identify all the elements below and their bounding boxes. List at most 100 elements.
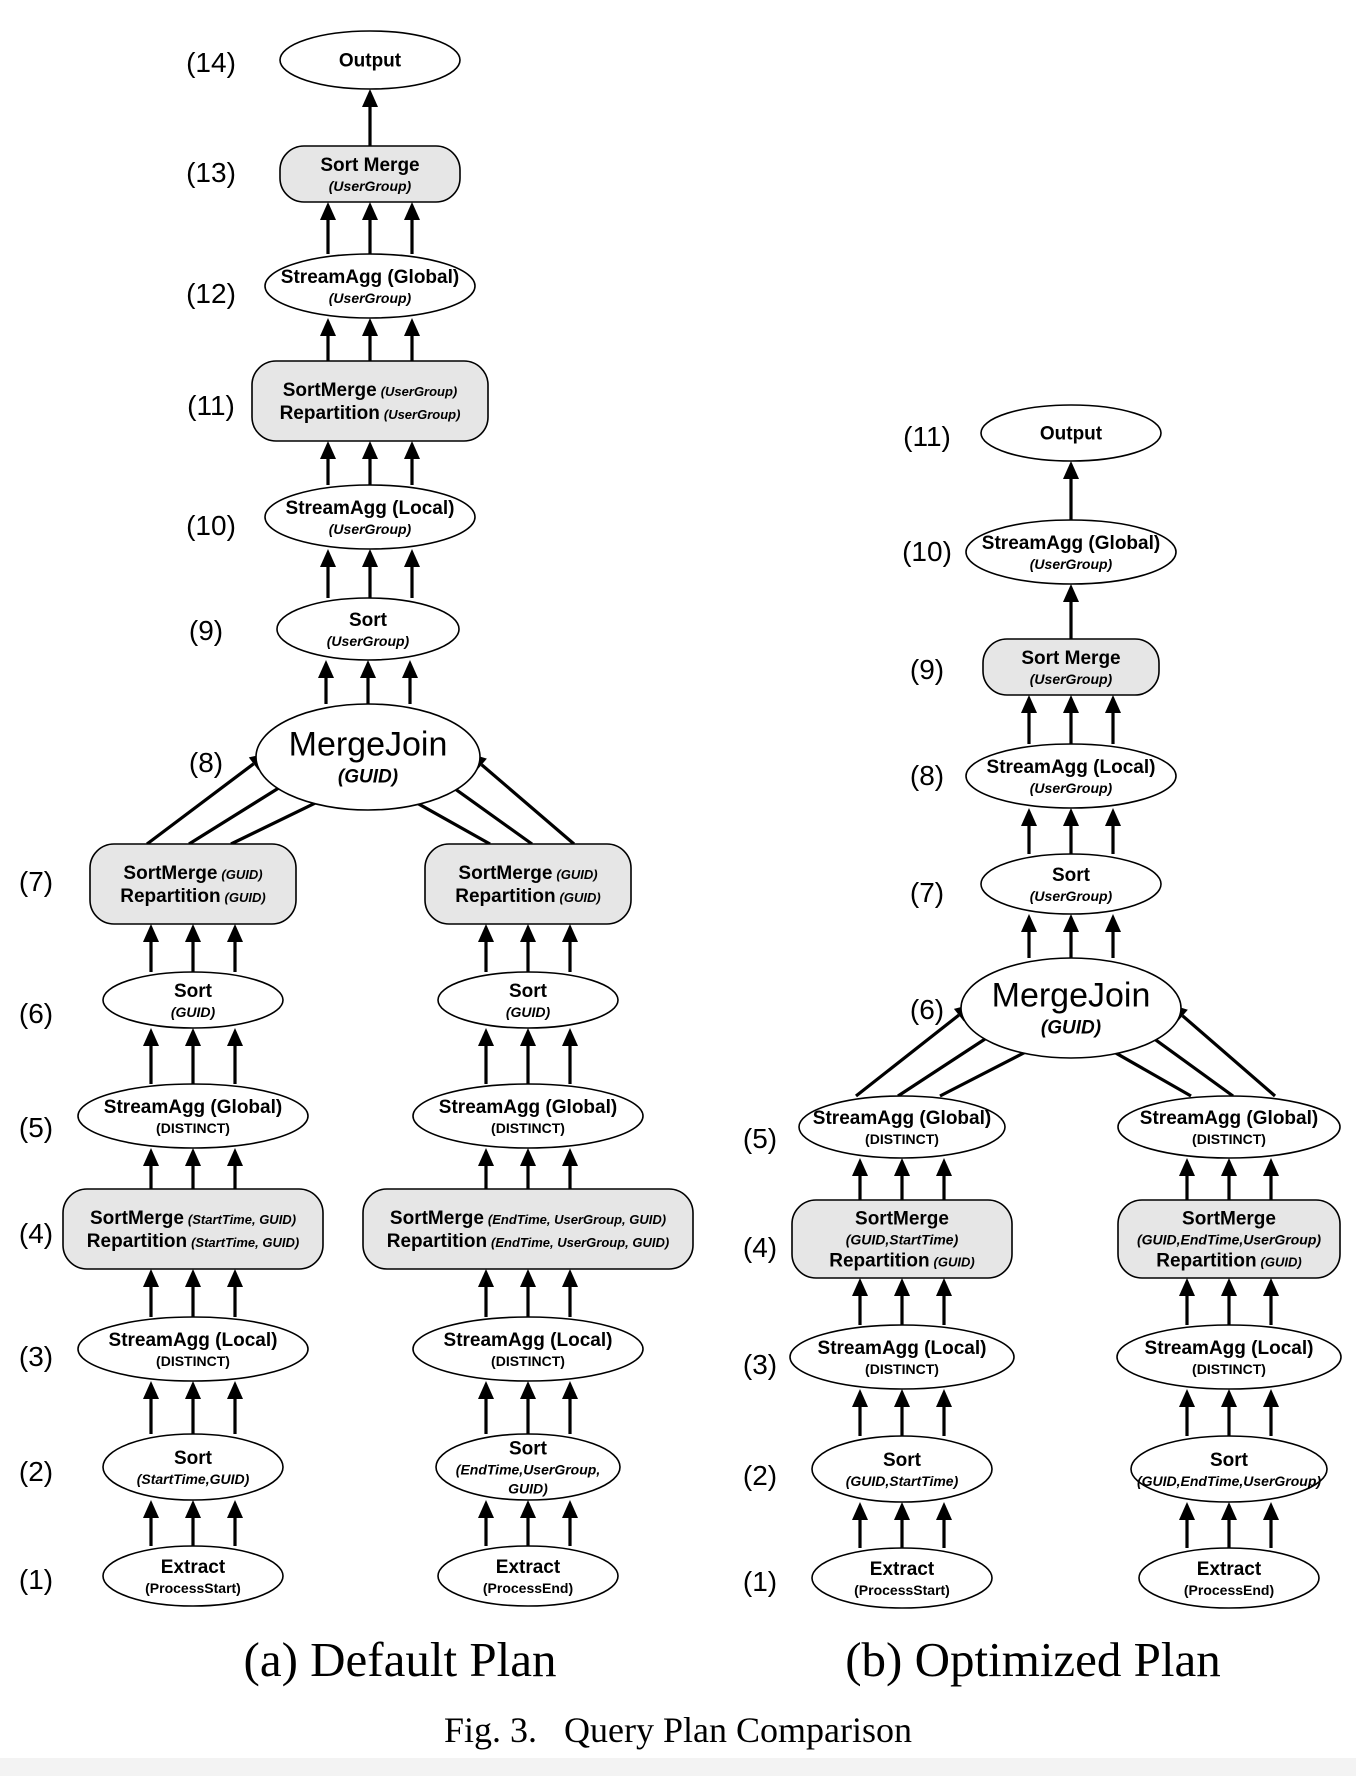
node-rounded-rect	[424, 843, 632, 925]
node-label-text: (GUID)	[338, 767, 398, 788]
node-label-qualifier: (StartTime, GUID)	[191, 1235, 299, 1250]
node-label-text: (EndTime,UserGroup,	[456, 1461, 600, 1477]
edge-a-streamagg-local-to-a-repartition-ug-2	[404, 441, 420, 485]
plan-node-a-l-sa-global: StreamAgg (Global)(DISTINCT)	[77, 1083, 309, 1149]
node-label-text: (UserGroup)	[329, 290, 412, 306]
node-ellipse	[1117, 1095, 1341, 1159]
arrowhead	[185, 1381, 201, 1399]
arrowhead	[894, 1158, 910, 1176]
edge-a-r-sa-local-to-a-r-sm4-2	[562, 1269, 578, 1317]
node-label-text: Repartition	[120, 886, 220, 907]
node-label: Sort Merge	[1021, 648, 1120, 669]
arrowhead	[143, 1381, 159, 1399]
node-label-text: Sort	[883, 1450, 922, 1471]
node-ellipse	[437, 1545, 619, 1607]
node-label: (ProcessStart)	[854, 1582, 950, 1598]
node-label-text: (UserGroup)	[329, 178, 412, 194]
node-label: Output	[339, 50, 402, 71]
edge-b-l-sort2-to-b-l-sa-local-2	[936, 1389, 952, 1436]
node-label-text: StreamAgg (Local)	[818, 1338, 987, 1359]
edge-b-mergejoin-to-b-sort-ug-2	[1105, 914, 1121, 958]
edge-a-repartition-ug-to-a-streamagg-global-0	[320, 318, 336, 361]
node-label-qualifier: (GUID)	[556, 867, 597, 882]
plan-node-b-r-sort2: Sort(GUID,EndTime,UserGroup)	[1130, 1435, 1328, 1503]
plan-node-a-l-extract: Extract(ProcessStart)	[102, 1545, 284, 1607]
arrowhead	[1179, 1502, 1195, 1520]
arrowhead	[362, 441, 378, 459]
arrowhead	[143, 1148, 159, 1166]
arrowhead	[894, 1278, 910, 1296]
node-rounded-rect	[279, 145, 461, 203]
node-rounded-rect	[1117, 1199, 1341, 1279]
edge-b-l-sm4-to-b-l-sa-global-2	[936, 1158, 952, 1200]
level-label: (6)	[910, 994, 944, 1025]
edge-a-sort-ug-to-a-streamagg-local-0	[320, 549, 336, 598]
node-label-text: StreamAgg (Local)	[286, 498, 455, 519]
arrowhead	[1263, 1158, 1279, 1176]
node-rounded-rect	[362, 1188, 694, 1270]
node-rounded-rect	[89, 843, 297, 925]
level-label: (5)	[743, 1123, 777, 1154]
arrowhead	[318, 660, 334, 678]
plan-node-a-l-sort2: Sort(StartTime,GUID)	[102, 1433, 284, 1501]
edge-a-l-sort2-to-a-l-sa-local-1	[185, 1381, 201, 1434]
plan-node-a-output: Output	[279, 30, 461, 90]
node-label-text: Repartition	[1156, 1250, 1256, 1271]
node-label-text: Sort	[349, 610, 388, 631]
node-label-text: StreamAgg (Global)	[982, 533, 1160, 554]
node-label: StreamAgg (Local)	[987, 757, 1156, 778]
node-label: (DISTINCT)	[1192, 1361, 1266, 1377]
node-ellipse	[811, 1547, 993, 1609]
edge-a-l-sort-guid-to-a-l-repart-1	[185, 924, 201, 972]
node-label-text: StreamAgg (Global)	[813, 1108, 991, 1129]
arrowhead	[1063, 584, 1079, 602]
edge-b-l-extract-to-b-l-sort2-1	[894, 1502, 910, 1548]
node-label-text: (GUID,StartTime)	[846, 1231, 959, 1247]
node-label-text: Output	[339, 50, 402, 71]
edge-b-l-sort2-to-b-l-sa-local-1	[894, 1389, 910, 1436]
edge-a-l-sort2-to-a-l-sa-local-0	[143, 1381, 159, 1434]
edge-b-r-sa-local-to-b-r-sm4-0	[1179, 1278, 1195, 1325]
node-label: StreamAgg (Local)	[818, 1338, 987, 1359]
node-label: StreamAgg (Global)	[1140, 1108, 1318, 1129]
node-label: SortMerge	[1182, 1208, 1276, 1229]
node-label-text: (GUID)	[506, 1004, 551, 1020]
node-label: Extract	[161, 1557, 226, 1578]
node-label: (GUID,EndTime,UserGroup)	[1137, 1473, 1321, 1489]
edge-a-r-extract-to-a-r-sort2-2	[562, 1500, 578, 1546]
edge-line	[188, 779, 292, 846]
node-label: Sort	[509, 1438, 548, 1459]
edge-b-r-sa-local-to-b-r-sm4-2	[1263, 1278, 1279, 1325]
arrowhead	[143, 1500, 159, 1518]
node-label-text: StreamAgg (Global)	[439, 1097, 617, 1118]
arrowhead	[320, 318, 336, 336]
node-label: (GUID)	[1041, 1018, 1101, 1039]
edge-b-sort-ug-to-b-streamagg-local-0	[1021, 808, 1037, 854]
node-label: GUID)	[508, 1480, 548, 1496]
arrowhead	[362, 318, 378, 336]
node-label-qualifier: (StartTime, GUID)	[188, 1212, 296, 1227]
edge-a-mergejoin-to-a-sort-ug-0	[318, 660, 334, 704]
edge-b-mergejoin-to-b-sort-ug-1	[1063, 914, 1079, 958]
node-label-text: MergeJoin	[289, 726, 448, 764]
node-label-text: (UserGroup)	[327, 633, 410, 649]
node-label-text: Repartition	[387, 1231, 487, 1252]
arrowhead	[852, 1158, 868, 1176]
arrowhead	[1221, 1502, 1237, 1520]
arrowhead	[936, 1158, 952, 1176]
plan-node-a-l-sa-local: StreamAgg (Local)(DISTINCT)	[77, 1316, 309, 1382]
node-label: StreamAgg (Global)	[439, 1097, 617, 1118]
node-label-text: (UserGroup)	[329, 521, 412, 537]
arrowhead	[185, 1148, 201, 1166]
arrowhead	[936, 1502, 952, 1520]
level-label: (1)	[743, 1566, 777, 1597]
node-label-text: (ProcessEnd)	[1184, 1582, 1274, 1598]
node-label: Output	[1040, 423, 1103, 444]
plan-node-a-mergejoin: MergeJoin (GUID)	[255, 703, 481, 811]
node-label-qualifier: (GUID)	[221, 867, 262, 882]
level-label: (3)	[19, 1341, 53, 1372]
arrowhead	[562, 1500, 578, 1518]
arrowhead	[227, 1148, 243, 1166]
level-labels: (14)(13)(12)(11)(10)(9)(8)(7)(6)(5)(4)(3…	[19, 47, 952, 1597]
node-label-text: SortMerge	[855, 1208, 949, 1229]
